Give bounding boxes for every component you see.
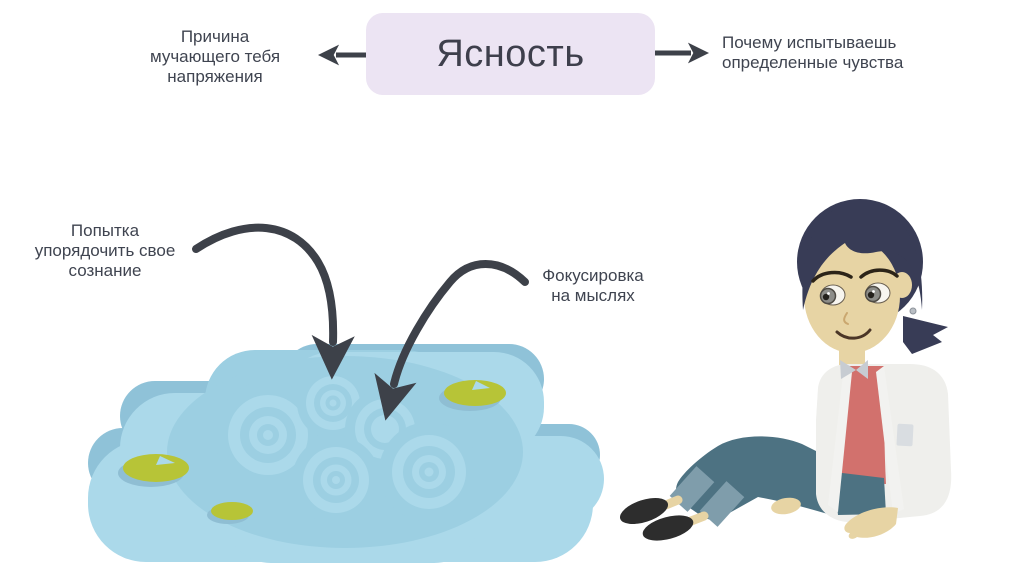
eyes [819,282,891,306]
jacket-pocket [896,423,914,447]
mouth [835,328,872,340]
lily-pad-left-icon [118,454,189,487]
clarity-box-label: Ясность [436,32,585,75]
curved-arrow-left-icon [192,223,355,380]
lily-pad-right-icon [439,380,506,411]
lily-pad-small-icon [207,502,253,524]
pond-illustration [88,344,604,563]
label-why-feelings: Почему испытываешь определенные чувства [722,33,904,72]
jacket-collar [840,360,868,379]
ear [892,272,912,298]
earring [909,307,917,315]
ripple-group-left [214,381,322,489]
face [804,239,900,353]
nose [843,312,849,325]
shoes [619,497,694,541]
ponytail [903,316,948,354]
label-cause-of-tension: Причина мучающего тебя напряжения [149,27,281,86]
ripple-group-right [379,422,479,522]
woman-character-illustration [619,199,952,541]
label-ordering-attempt: Попытка упорядочить свое сознание [34,221,176,280]
hair-fringe [802,203,923,310]
ripple-group-top [297,367,369,439]
clarity-box: Ясность [366,13,655,95]
pants-hip [834,472,886,515]
jacket-lapels [828,366,904,514]
curved-arrow-right-icon [374,260,529,421]
right-hand [844,507,898,539]
eyebrows [811,268,899,283]
ripple-group-bottom [292,436,380,524]
left-hand [771,497,801,515]
label-focus-on-thoughts: Фокусировка на мыслях [542,266,644,305]
